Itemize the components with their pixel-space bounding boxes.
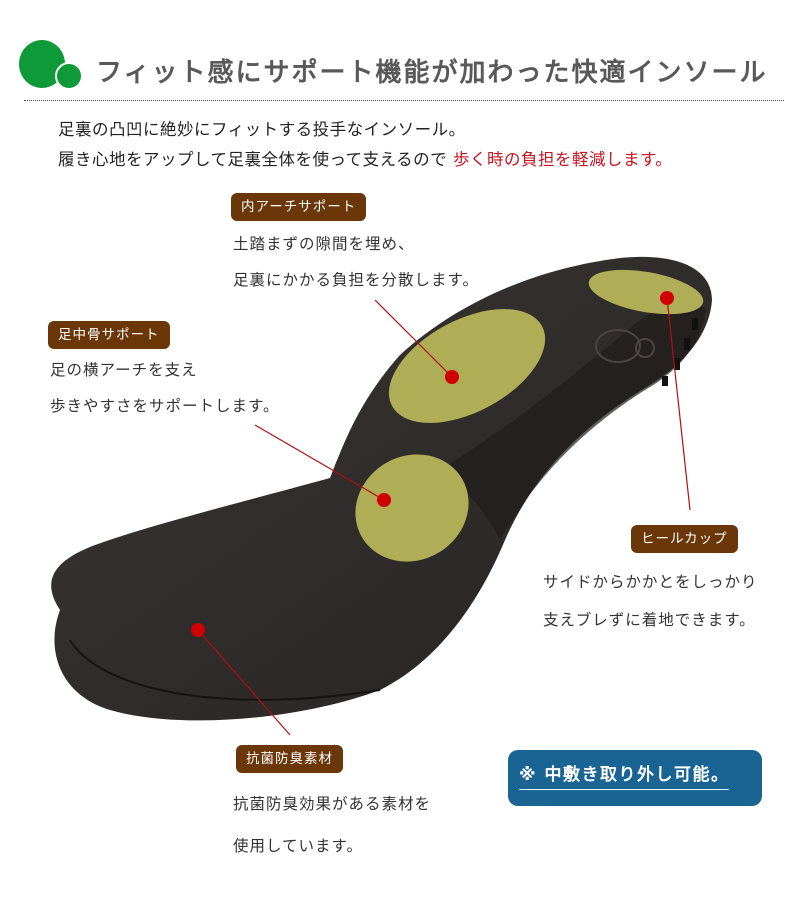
title-divider	[24, 100, 784, 101]
heel-wall	[440, 303, 706, 540]
desc-inner-arch: 土踏まずの隙間を埋め、 足裏にかかる負担を分散します。	[233, 226, 479, 298]
desc-line: 土踏まずの隙間を埋め、	[233, 235, 415, 253]
intro-highlight: 歩く時の負担を軽減します。	[452, 150, 673, 169]
intro-line-2-text: 履き心地をアップして足裏全体を使って支えるので	[58, 150, 453, 169]
marker-antibacterial-icon	[191, 623, 205, 637]
note-text: ※ 中敷き取り外し可能。	[519, 760, 730, 790]
pad-inner-arch	[388, 309, 546, 423]
desc-line: 抗菌防臭効果がある素材を	[233, 795, 432, 813]
desc-line: サイドからかかとをしっかり	[543, 573, 758, 591]
desc-line: 支えブレずに着地できます。	[543, 611, 756, 629]
marker-metatarsal-icon	[377, 493, 391, 507]
desc-line: 足の横アーチを支え	[50, 361, 198, 379]
badge-metatarsal: 足中骨サポート	[48, 321, 170, 349]
desc-antibacterial: 抗菌防臭効果がある素材を 使用しています。	[233, 783, 431, 867]
pad-heel	[588, 269, 704, 315]
badge-heel-cup: ヒールカップ	[631, 525, 738, 553]
badge-inner-arch: 内アーチサポート	[231, 193, 367, 221]
page-title: フィット感にサポート機能が加わった快適インソール	[96, 58, 768, 88]
logo-circle-small-icon	[55, 62, 83, 90]
desc-line: 歩きやすさをサポートします。	[50, 397, 280, 415]
desc-line: 使用しています。	[233, 837, 363, 855]
desc-heel-cup: サイドからかかとをしっかり 支えブレずに着地できます。	[543, 563, 758, 639]
badge-antibacterial: 抗菌防臭素材	[236, 745, 343, 773]
intro-line-2: 履き心地をアップして足裏全体を使って支えるので 歩く時の負担を軽減します。	[58, 146, 672, 170]
pad-metatarsal	[355, 454, 469, 562]
desc-metatarsal: 足の横アーチを支え 歩きやすさをサポートします。	[50, 352, 279, 424]
desc-line: 足裏にかかる負担を分散します。	[233, 271, 479, 289]
intro-line-1: 足裏の凸凹に絶妙にフィットする投手なインソール。	[58, 120, 466, 139]
removable-insole-note: ※ 中敷き取り外し可能。	[508, 750, 762, 806]
marker-inner-arch-icon	[445, 370, 459, 384]
marker-heel-cup-icon	[660, 291, 674, 305]
